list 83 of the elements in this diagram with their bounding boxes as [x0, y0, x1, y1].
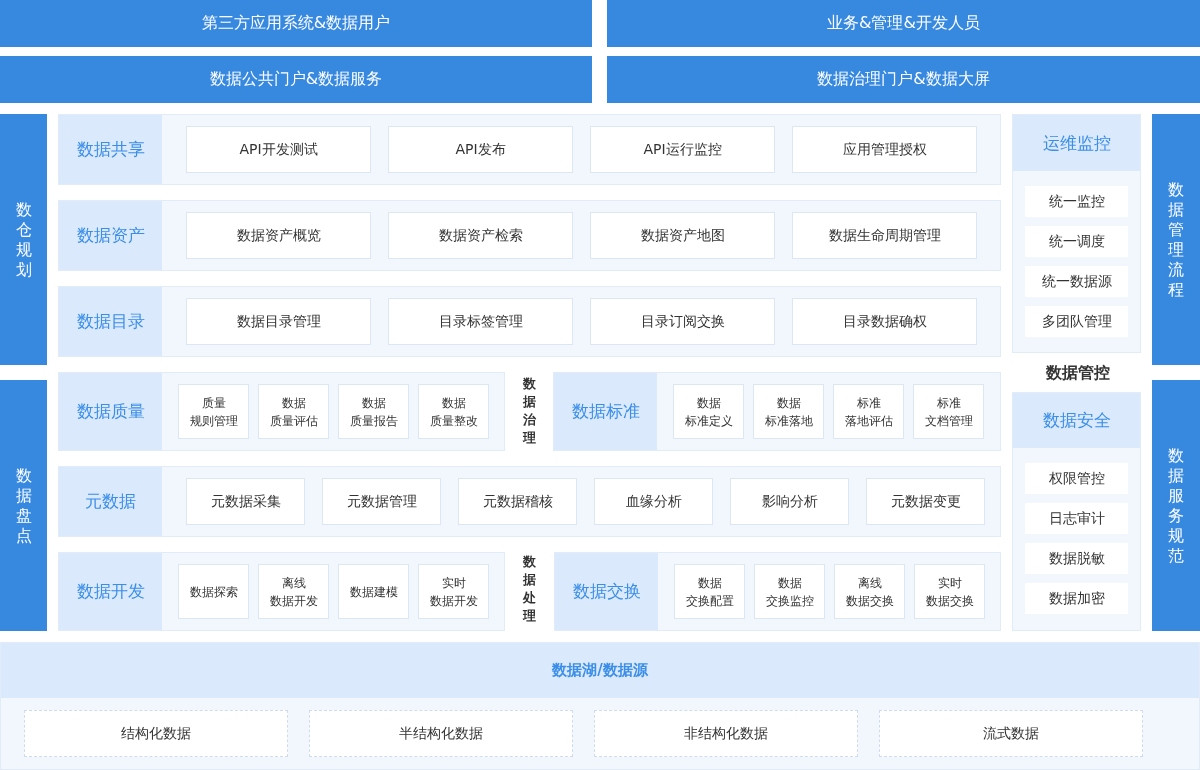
source-box: 流式数据: [879, 710, 1143, 757]
function-box: 日志审计: [1025, 503, 1128, 534]
module-panel: [1012, 114, 1141, 353]
panel-heading: 数据开发: [59, 553, 162, 630]
function-box: 数据质量评估: [258, 384, 329, 439]
panel-heading: 运维监控: [1013, 115, 1140, 171]
panel-heading: 数据目录: [59, 287, 162, 356]
function-box: 标准文档管理: [913, 384, 984, 439]
panel-heading: 数据标准: [554, 373, 657, 450]
function-box: 数据目录管理: [186, 298, 371, 345]
function-box: 离线数据开发: [258, 564, 329, 619]
vertical-label: 数据管理流程: [1168, 179, 1184, 300]
panel-heading: 数据共享: [59, 115, 162, 184]
function-box: 实时数据开发: [418, 564, 489, 619]
function-box: 数据资产检索: [388, 212, 573, 259]
module-panel: [58, 552, 505, 631]
function-box: 元数据变更: [866, 478, 985, 525]
function-box: 目录订阅交换: [590, 298, 775, 345]
function-box: 数据探索: [178, 564, 249, 619]
vertical-label: 数据治理: [523, 375, 536, 447]
function-box: 元数据稽核: [458, 478, 577, 525]
function-box: 数据加密: [1025, 583, 1128, 614]
layer-bar: 数据公共门户&数据服务: [0, 56, 592, 103]
source-box: 非结构化数据: [594, 710, 858, 757]
section-label: 数据管控: [1046, 363, 1110, 384]
layer-bar: 第三方应用系统&数据用户: [0, 0, 592, 47]
function-box: 数据生命周期管理: [792, 212, 977, 259]
vertical-label: 数据服务规范: [1168, 445, 1184, 566]
function-box: 标准落地评估: [833, 384, 904, 439]
function-box: 多团队管理: [1025, 306, 1128, 337]
side-bar: [1152, 114, 1200, 365]
function-box: 数据交换配置: [674, 564, 745, 619]
panel-heading: 数据质量: [59, 373, 162, 450]
function-box: 数据建模: [338, 564, 409, 619]
function-box: 离线数据交换: [834, 564, 905, 619]
module-panel: [58, 466, 1001, 537]
function-box: 数据标准落地: [753, 384, 824, 439]
module-panel: [553, 372, 1001, 451]
function-box: API运行监控: [590, 126, 775, 173]
function-box: 目录数据确权: [792, 298, 977, 345]
function-box: 血缘分析: [594, 478, 713, 525]
panel-heading: 元数据: [59, 467, 162, 536]
module-panel: [58, 200, 1001, 271]
layer-bar: 业务&管理&开发人员: [607, 0, 1200, 47]
layer-bar: 数据治理门户&数据大屏: [607, 56, 1200, 103]
vertical-label: 数据处理: [523, 553, 536, 625]
panel-heading: 数据湖/数据源: [1, 643, 1199, 698]
function-box: 数据脱敏: [1025, 543, 1128, 574]
function-box: 数据质量整改: [418, 384, 489, 439]
function-box: 影响分析: [730, 478, 849, 525]
function-box: API开发测试: [186, 126, 371, 173]
function-box: 统一监控: [1025, 186, 1128, 217]
module-panel: [58, 114, 1001, 185]
function-box: 数据质量报告: [338, 384, 409, 439]
function-box: 实时数据交换: [914, 564, 985, 619]
function-box: 目录标签管理: [388, 298, 573, 345]
vertical-label: 数据盘点: [15, 465, 32, 546]
function-box: 数据交换监控: [754, 564, 825, 619]
function-box: 权限管控: [1025, 463, 1128, 494]
panel-heading: 数据交换: [555, 553, 658, 630]
vertical-label: 数仓规划: [15, 199, 32, 280]
module-panel: [58, 372, 505, 451]
module-panel: [0, 642, 1200, 770]
function-box: 统一调度: [1025, 226, 1128, 257]
module-panel: [58, 286, 1001, 357]
side-bar: [0, 114, 47, 365]
source-box: 结构化数据: [24, 710, 288, 757]
function-box: 应用管理授权: [792, 126, 977, 173]
panel-heading: 数据安全: [1013, 393, 1140, 448]
side-bar: [0, 380, 47, 631]
function-box: 统一数据源: [1025, 266, 1128, 297]
function-box: 元数据管理: [322, 478, 441, 525]
function-box: 数据资产概览: [186, 212, 371, 259]
function-box: 质量规则管理: [178, 384, 249, 439]
source-box: 半结构化数据: [309, 710, 573, 757]
function-box: API发布: [388, 126, 573, 173]
panel-heading: 数据资产: [59, 201, 162, 270]
module-panel: [1012, 392, 1141, 631]
function-box: 数据资产地图: [590, 212, 775, 259]
function-box: 元数据采集: [186, 478, 305, 525]
module-panel: [554, 552, 1001, 631]
function-box: 数据标准定义: [673, 384, 744, 439]
side-bar: [1152, 380, 1200, 631]
